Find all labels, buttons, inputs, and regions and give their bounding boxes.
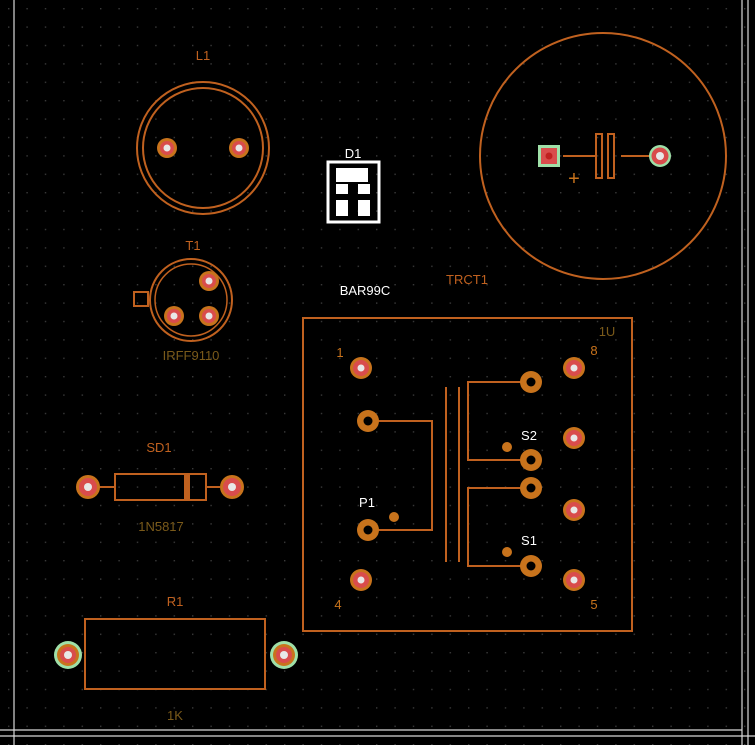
sd1-body bbox=[114, 473, 207, 501]
d1-ref-label: D1 bbox=[345, 146, 362, 161]
cap-polarity-label: + bbox=[568, 168, 580, 190]
cap-plate bbox=[607, 133, 615, 179]
r1-ref-label: R1 bbox=[167, 594, 184, 609]
r1-body bbox=[84, 618, 266, 690]
secondary-s1-trace bbox=[467, 487, 531, 567]
d1-pad-icon bbox=[336, 168, 370, 216]
sd1-pad[interactable] bbox=[220, 475, 244, 499]
trct1-pin-5-pad[interactable] bbox=[563, 569, 585, 591]
primary-polarity-dot bbox=[389, 512, 399, 522]
component-t1[interactable]: T1 IRFF9110 bbox=[133, 238, 233, 363]
secondary-pad[interactable] bbox=[520, 477, 542, 499]
cap-pad[interactable] bbox=[649, 145, 671, 167]
sd1-cathode-band bbox=[184, 474, 190, 500]
secondary-pad[interactable] bbox=[520, 449, 542, 471]
cap-plate bbox=[595, 133, 603, 179]
winding-p1-label: P1 bbox=[359, 495, 375, 510]
t1-value-label: IRFF9110 bbox=[163, 348, 220, 363]
secondary-s2-trace bbox=[467, 381, 531, 461]
sd1-value-label: 1N5817 bbox=[138, 519, 184, 534]
s2-polarity-dot bbox=[502, 442, 512, 452]
secondary-pad[interactable] bbox=[520, 371, 542, 393]
l1-outline-inner bbox=[142, 87, 264, 209]
r1-pad[interactable] bbox=[270, 641, 298, 669]
trct1-pin-pad[interactable] bbox=[563, 499, 585, 521]
trct1-pin-pad[interactable] bbox=[563, 427, 585, 449]
t1-outline bbox=[149, 258, 233, 342]
d1-outline bbox=[326, 160, 381, 224]
component-sd1[interactable]: SD1 1N5817 bbox=[76, 440, 244, 534]
primary-pad[interactable] bbox=[357, 519, 379, 541]
l1-pad[interactable] bbox=[229, 138, 249, 158]
trct1-outline bbox=[302, 317, 633, 632]
t1-ref-label: T1 bbox=[185, 238, 200, 253]
t1-pad[interactable] bbox=[164, 306, 184, 326]
pin-1-label: 1 bbox=[336, 345, 343, 360]
sd1-pad[interactable] bbox=[76, 475, 100, 499]
primary-pad[interactable] bbox=[357, 410, 379, 432]
t1-pad[interactable] bbox=[199, 306, 219, 326]
r1-value-label: 1K bbox=[167, 708, 183, 723]
l1-outline-outer bbox=[136, 81, 270, 215]
s1-polarity-dot bbox=[502, 547, 512, 557]
winding-s1-label: S1 bbox=[521, 533, 537, 548]
trct1-pin-8-pad[interactable] bbox=[563, 357, 585, 379]
pin-8-label: 8 bbox=[590, 343, 597, 358]
trct1-value-label: 1U bbox=[599, 324, 616, 339]
d1-value-label: BAR99C bbox=[340, 283, 391, 298]
component-r1[interactable]: R1 1K bbox=[54, 594, 298, 723]
t1-pad[interactable] bbox=[199, 271, 219, 291]
l1-ref-label: L1 bbox=[196, 48, 210, 63]
t1-outline-inner bbox=[154, 263, 228, 337]
sd1-ref-label: SD1 bbox=[146, 440, 171, 455]
component-capacitor[interactable]: + bbox=[479, 32, 727, 280]
pin-5-label: 5 bbox=[590, 597, 597, 612]
cap-pad-square[interactable] bbox=[538, 145, 560, 167]
component-trct1[interactable]: TRCT1 1U bbox=[302, 272, 633, 632]
trct1-pin-1-pad[interactable] bbox=[350, 357, 372, 379]
component-d1[interactable]: D1 BAR99C bbox=[326, 146, 391, 298]
secondary-pad[interactable] bbox=[520, 555, 542, 577]
t1-tab bbox=[133, 291, 149, 307]
l1-pad[interactable] bbox=[157, 138, 177, 158]
primary-winding-trace bbox=[368, 420, 433, 531]
r1-pad[interactable] bbox=[54, 641, 82, 669]
trct1-pin-4-pad[interactable] bbox=[350, 569, 372, 591]
component-l1[interactable]: L1 bbox=[136, 48, 270, 215]
pin-4-label: 4 bbox=[334, 597, 341, 612]
trct1-ref-label: TRCT1 bbox=[446, 272, 488, 287]
winding-s2-label: S2 bbox=[521, 428, 537, 443]
cap-outline bbox=[479, 32, 727, 280]
